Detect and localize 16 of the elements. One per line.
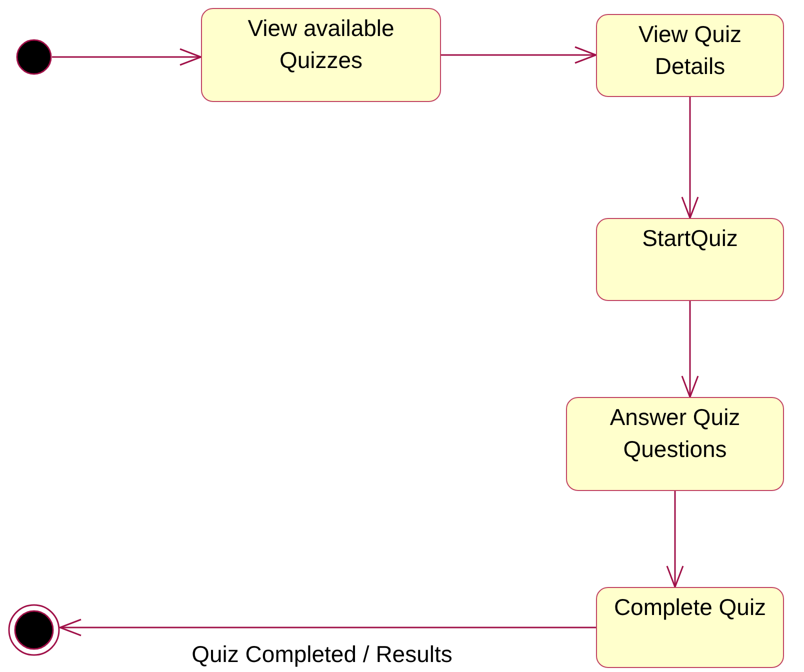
transition-arrow	[681, 301, 699, 398]
transition-arrow	[666, 491, 684, 588]
transition-arrow	[52, 48, 202, 66]
transition-arrow	[441, 46, 597, 64]
state-label: View Quiz Details	[637, 20, 743, 81]
state-box	[596, 587, 784, 668]
state-box	[566, 397, 784, 491]
transition-arrow	[681, 97, 699, 219]
transition-arrow	[59, 618, 596, 636]
state-label: View available Quizzes	[246, 14, 396, 75]
state-box	[596, 218, 784, 301]
state-box	[596, 14, 784, 97]
state-label: Complete Quiz	[614, 593, 766, 622]
state-box	[201, 8, 441, 102]
state-label: Answer Quiz Questions	[608, 403, 742, 464]
state-label: StartQuiz	[642, 224, 738, 253]
